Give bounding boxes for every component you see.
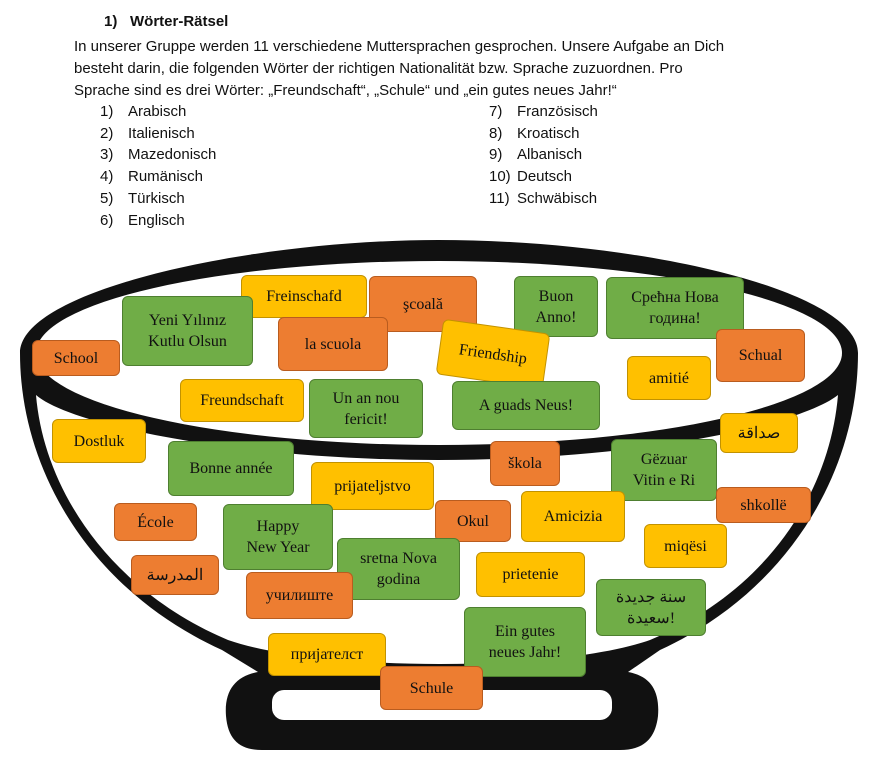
word-card[interactable]: училиште [246, 572, 353, 619]
word-card[interactable]: Amicizia [521, 491, 625, 542]
intro-line: besteht darin, die folgenden Wörter der … [74, 60, 683, 77]
word-card-text: amitié [649, 369, 689, 387]
word-card-text: Friendship [457, 340, 529, 368]
word-card-text: Gëzuar Vitin e Ri [632, 451, 696, 489]
language-item: 10)Deutsch [489, 168, 573, 186]
word-card[interactable]: École [114, 503, 197, 541]
word-card-text: şcoală [403, 295, 443, 313]
word-card-text: Bonne année [189, 460, 273, 477]
word-card-text: Schule [409, 679, 454, 697]
language-item: 9)Albanisch [489, 146, 583, 164]
word-card-text: škola [508, 455, 542, 472]
word-card-text: prietenie [502, 566, 559, 583]
word-card[interactable]: Freundschaft [180, 379, 304, 422]
word-card[interactable]: صداقة [720, 413, 798, 453]
task-number: 1) [104, 13, 118, 30]
language-item: 4)Rumänisch [100, 168, 204, 186]
word-card[interactable]: المدرسة [131, 555, 219, 595]
word-card-text: Amicizia [543, 508, 603, 525]
word-card-text: A guads Neus! [478, 397, 574, 414]
word-card-text: la scuola [304, 335, 362, 353]
language-item: 2)Italienisch [100, 124, 195, 142]
word-card-text: prijateljstvo [334, 477, 411, 495]
word-card-text: Срећна Нова година! [631, 289, 719, 327]
language-item: 11)Schwäbisch [489, 189, 598, 207]
word-card[interactable]: Un an nou fericit! [309, 379, 423, 438]
word-card[interactable]: Schule [380, 666, 483, 710]
word-card-text: Happy New Year [246, 518, 310, 556]
word-card[interactable]: Schual [716, 329, 805, 382]
language-list-right: 7)Französisch 8)Kroatisch 9)Albanisch 10… [489, 101, 598, 210]
language-item: 1)Arabisch [100, 103, 187, 120]
language-item: 5)Türkisch [100, 189, 185, 207]
word-card-text: Buon Anno! [535, 287, 577, 326]
word-card-text: Ein gutes neues Jahr! [488, 623, 562, 661]
word-card[interactable]: Gëzuar Vitin e Ri [611, 439, 717, 501]
word-card-text: Freinschafd [266, 288, 342, 305]
word-card[interactable]: Ein gutes neues Jahr! [464, 607, 586, 677]
word-card[interactable]: Bonne année [168, 441, 294, 496]
word-card[interactable]: Yeni Yılınız Kutlu Olsun [122, 296, 253, 366]
word-card-text: училиште [265, 587, 334, 604]
word-card[interactable]: prijateljstvo [311, 462, 434, 510]
word-card-text: Okul [457, 512, 489, 530]
word-card-text: Un an nou fericit! [332, 389, 400, 428]
word-card-text: Freundschaft [200, 392, 284, 409]
word-card-text: École [137, 513, 174, 531]
word-card[interactable]: shkollë [716, 487, 811, 523]
word-card[interactable]: škola [490, 441, 560, 486]
word-card[interactable]: Freinschafd [241, 275, 367, 318]
task-title-text: Wörter-Rätsel [130, 13, 229, 30]
word-card[interactable]: sretna Nova godina [337, 538, 460, 600]
word-card[interactable]: Buon Anno! [514, 276, 598, 337]
word-card-text: Schual [738, 347, 783, 364]
word-card[interactable]: la scuola [278, 317, 388, 371]
word-card[interactable]: School [32, 340, 120, 376]
language-item: 6)Englisch [100, 211, 185, 229]
language-list-left: 1)Arabisch 2)Italienisch 3)Mazedonisch 4… [100, 101, 216, 231]
word-card[interactable]: Срећна Нова година! [606, 277, 744, 339]
word-card[interactable]: سنة جديدة سعيدة! [596, 579, 706, 636]
word-card-text: المدرسة [146, 566, 204, 584]
word-card-text: miqësi [664, 537, 707, 555]
word-card[interactable]: Okul [435, 500, 511, 542]
language-item: 8)Kroatisch [489, 124, 580, 142]
intro-line: Sprache sind es drei Wörter: „Freundscha… [74, 82, 617, 99]
task-intro: In unserer Gruppe werden 11 verschiedene… [74, 36, 834, 102]
word-card[interactable]: A guads Neus! [452, 381, 600, 430]
language-item: 3)Mazedonisch [100, 146, 217, 164]
word-card-text: Dostluk [73, 432, 125, 450]
intro-line: In unserer Gruppe werden 11 verschiedene… [74, 38, 725, 55]
word-card[interactable]: пријателст [268, 633, 386, 676]
word-card-text: пријателст [290, 646, 364, 663]
word-card-text: صداقة [737, 424, 781, 442]
word-card[interactable]: amitié [627, 356, 711, 400]
word-card[interactable]: prietenie [476, 552, 585, 597]
word-card-text: shkollë [740, 496, 787, 514]
task-title: 1) Wörter-Rätsel [104, 13, 228, 30]
word-card[interactable]: Dostluk [52, 419, 146, 463]
word-card-text: School [53, 349, 99, 367]
word-card-text: sretna Nova godina [360, 550, 437, 588]
word-card[interactable]: miqësi [644, 524, 727, 568]
language-item: 7)Französisch [489, 103, 598, 120]
word-card-text: سنة جديدة سعيدة! [615, 588, 687, 627]
word-card[interactable]: Happy New Year [223, 504, 333, 570]
word-card-text: Yeni Yılınız Kutlu Olsun [148, 312, 227, 350]
